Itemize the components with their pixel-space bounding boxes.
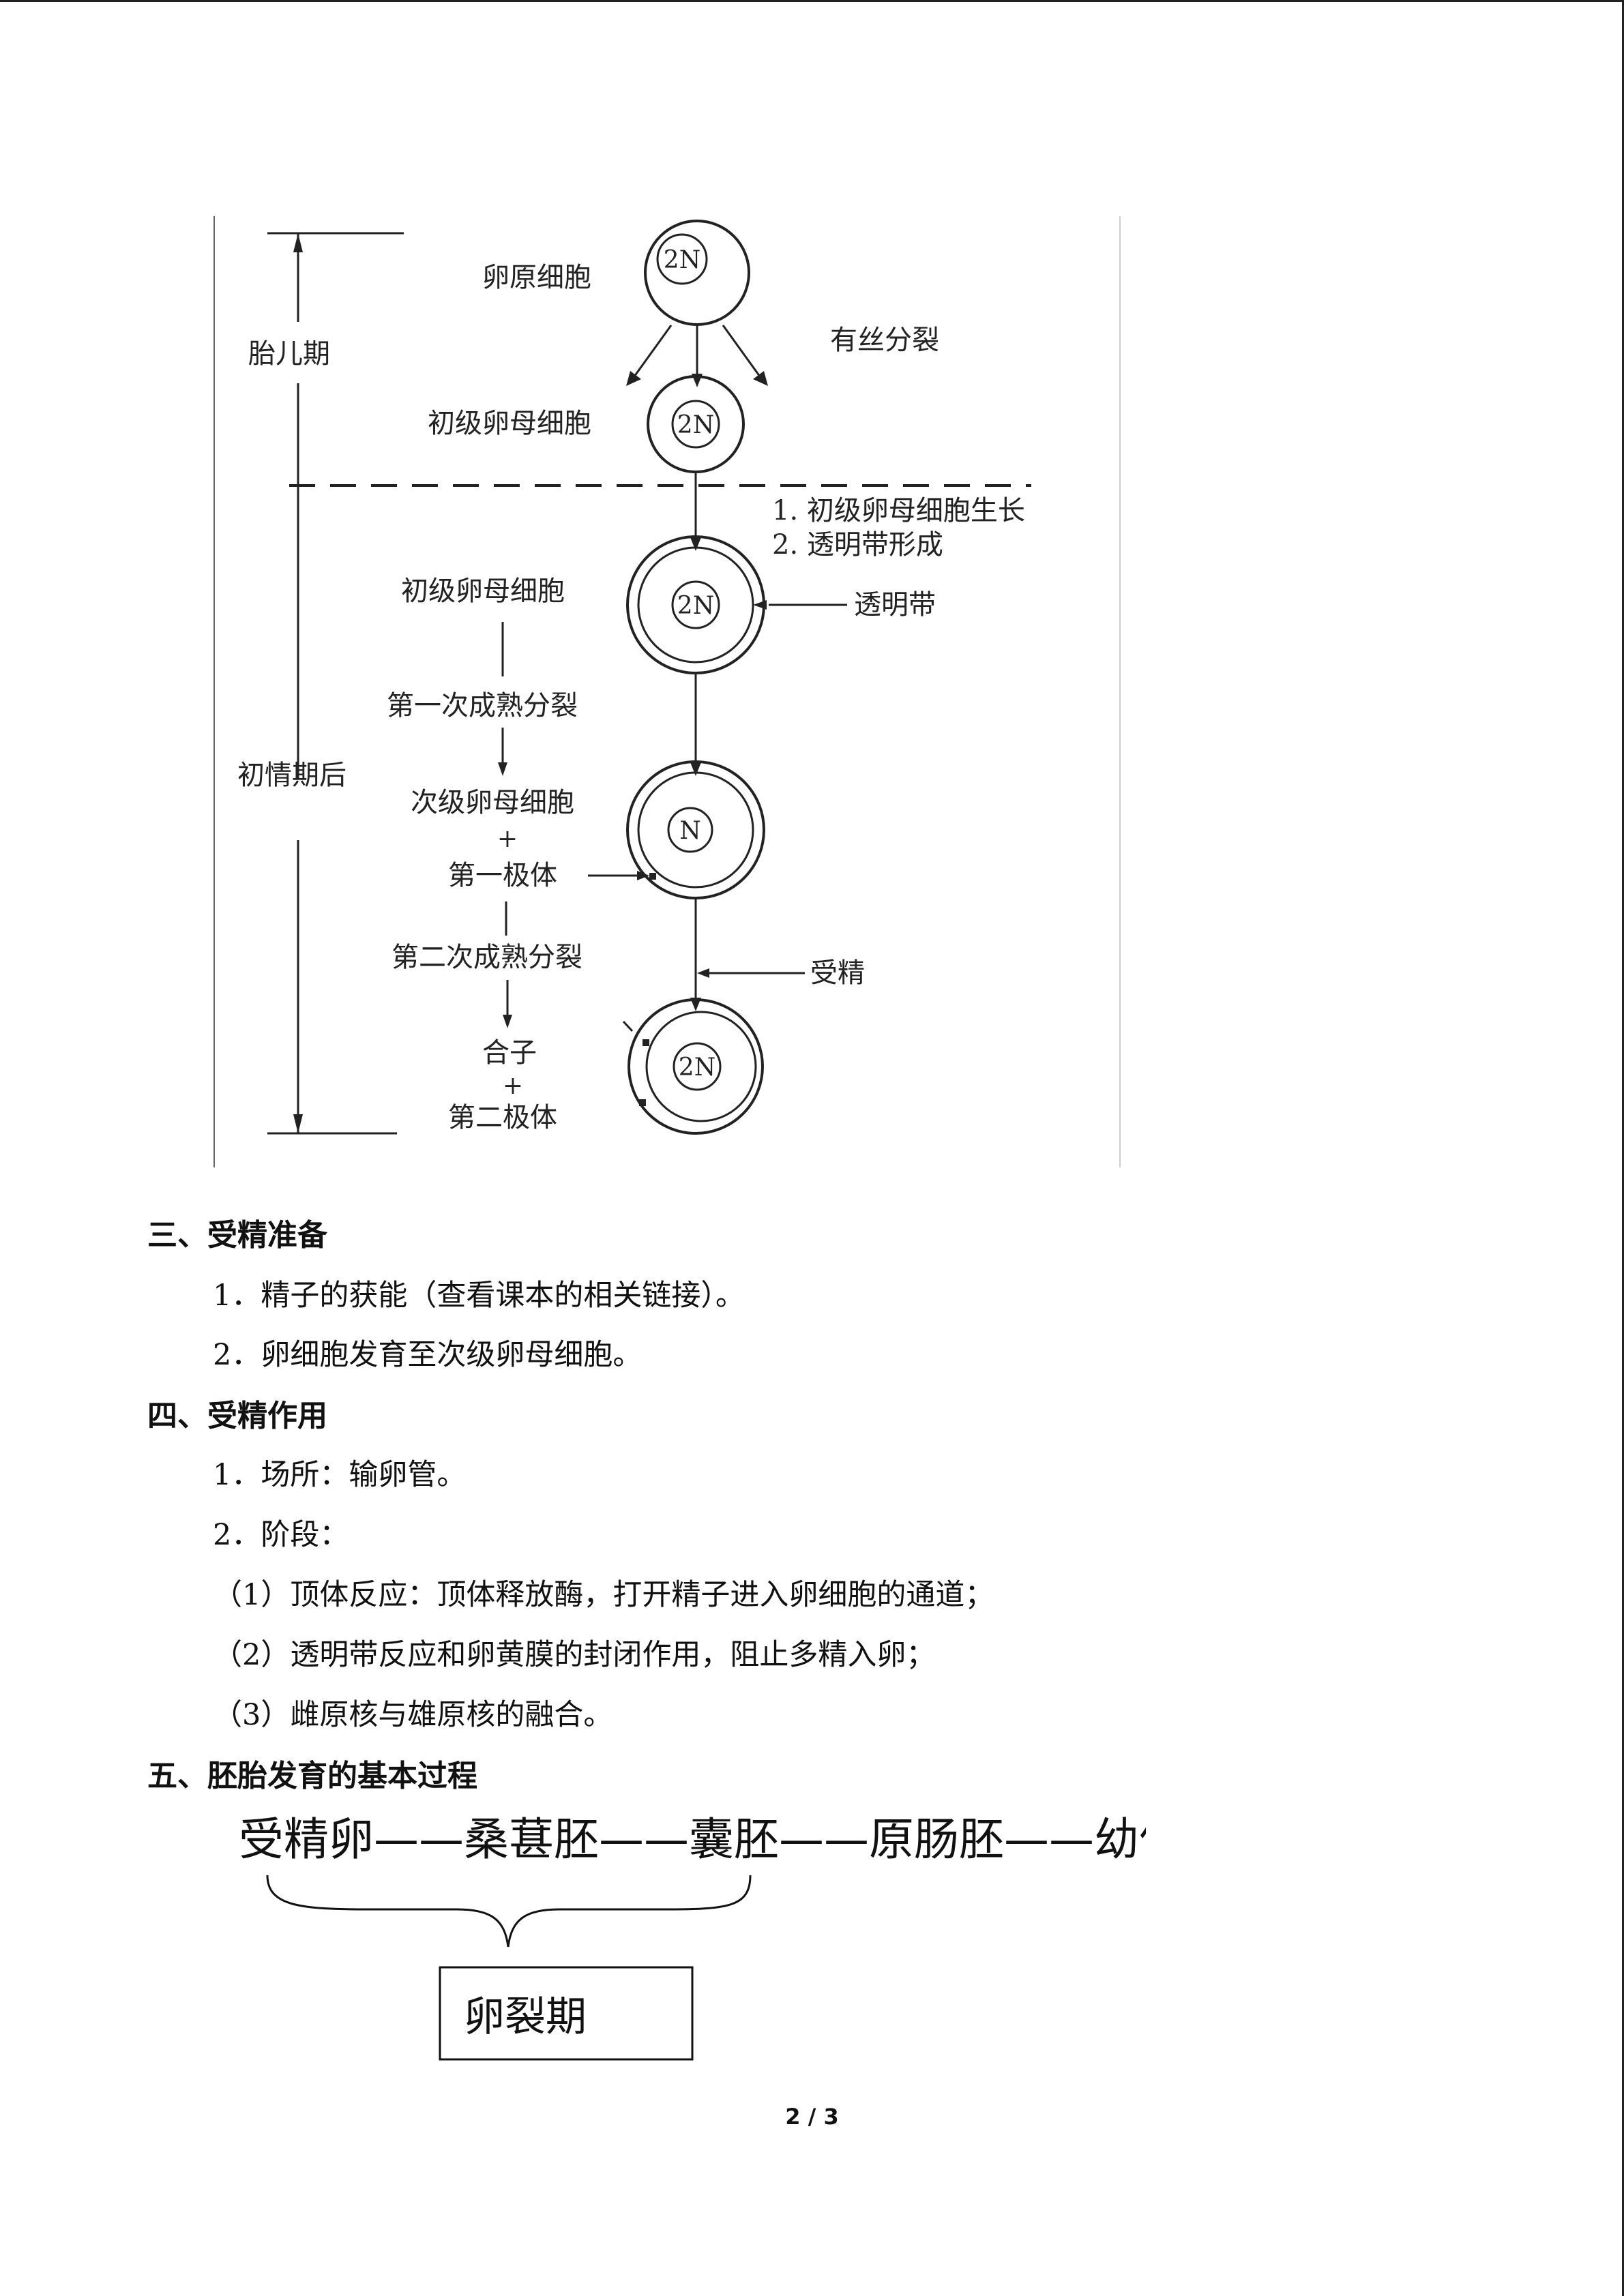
- section-four-sub-3: （3）雌原核与雄原核的融合。: [213, 1698, 613, 1732]
- cell-ploidy-label: 2N: [679, 1054, 715, 1082]
- polar-body-dot: [639, 1099, 646, 1106]
- embryo-development-flow: 受精卵——桑葚胚——囊胚——原肠胚——幼体 卵裂期: [232, 1800, 1146, 2073]
- cell-ploidy-label: 2N: [677, 592, 714, 620]
- fertilization-label: 受精: [810, 957, 865, 989]
- second-meiosis-label: 第二次成熟分裂: [392, 942, 582, 973]
- cleavage-box: [439, 1966, 694, 2061]
- cleavage-label: 卵裂期: [464, 1993, 587, 2041]
- zygote-cell: [628, 998, 764, 1135]
- plus-sign: +: [503, 1072, 523, 1100]
- cell-ploidy-label: N: [679, 817, 701, 845]
- fetal-period-label: 胎儿期: [248, 338, 330, 370]
- oogenesis-diagram: 胎儿期 初情期后 2N 卵原细胞 有丝分裂 2N 初级卵母细胞 1. 初级卵母细…: [213, 213, 1123, 1172]
- section-four-sub-2: （2）透明带反应和卵黄膜的封闭作用，阻止多精入卵；: [213, 1638, 936, 1672]
- primary-oocyte-label: 初级卵母细胞: [428, 408, 591, 439]
- polar-body-dot: [643, 1039, 649, 1046]
- page-border-right: [1622, 0, 1624, 2296]
- cell-ploidy-label: 2N: [677, 411, 714, 439]
- plus-sign: +: [497, 825, 518, 853]
- cell-ploidy-label: 2N: [664, 246, 700, 274]
- secondary-oocyte-label: 次级卵母细胞: [411, 787, 574, 818]
- page-border-top: [0, 0, 1624, 2]
- zygote-label: 合子: [482, 1037, 537, 1069]
- section-four-item-2: 2．阶段：: [213, 1518, 349, 1552]
- section-five-title: 五、胚胎发育的基本过程: [147, 1759, 477, 1793]
- post-puberty-label: 初情期后: [237, 760, 346, 791]
- second-polar-body-label: 第二极体: [448, 1102, 557, 1133]
- mitosis-label: 有丝分裂: [830, 325, 939, 356]
- growth-note-1: 1. 初级卵母细胞生长: [772, 495, 1025, 526]
- section-four-item-1: 1．场所：输卵管。: [213, 1458, 467, 1492]
- section-four-title: 四、受精作用: [147, 1399, 327, 1433]
- page-number: 2 / 3: [785, 2104, 839, 2130]
- cleavage-brace: [266, 1875, 752, 1948]
- section-three-item-1: 1．精子的获能（查看课本的相关链接）。: [213, 1279, 745, 1313]
- oogonium-label: 卵原细胞: [482, 262, 591, 293]
- first-polar-body-label: 第一极体: [448, 860, 557, 891]
- first-polar-body-dot: [649, 873, 656, 880]
- zona-pellucida-label: 透明带: [854, 589, 936, 621]
- first-meiosis-label: 第一次成熟分裂: [387, 690, 578, 721]
- development-chain: 受精卵——桑葚胚——囊胚——原肠胚——幼体: [239, 1813, 1146, 1866]
- primary-oocyte-label-2: 初级卵母细胞: [401, 576, 565, 607]
- section-three-title: 三、受精准备: [147, 1218, 327, 1253]
- growth-note-2: 2. 透明带形成: [772, 529, 943, 561]
- section-four-sub-1: （1）顶体反应：顶体释放酶，打开精子进入卵细胞的通道；: [213, 1578, 994, 1612]
- section-three-item-2: 2．卵细胞发育至次级卵母细胞。: [213, 1338, 643, 1372]
- oogonium-cell: [644, 220, 750, 326]
